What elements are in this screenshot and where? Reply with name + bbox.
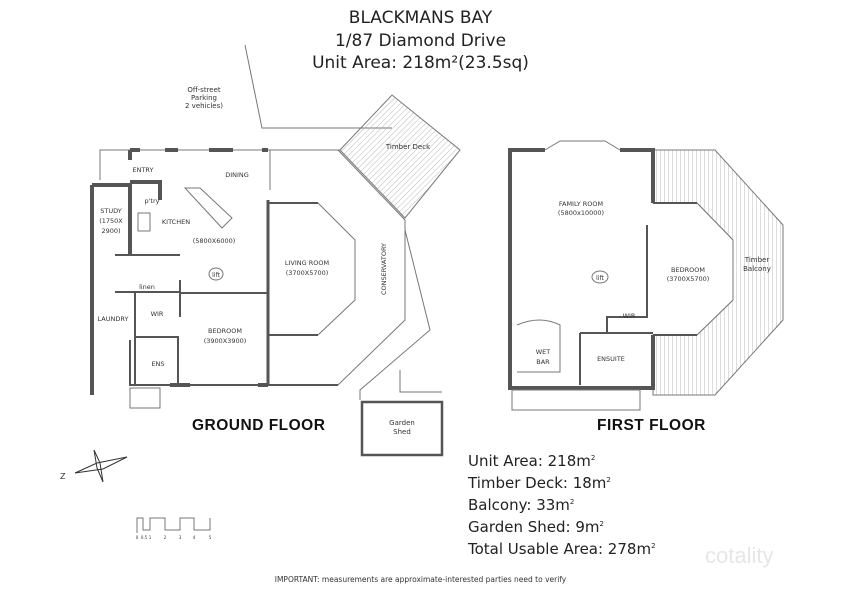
svg-text:2: 2: [164, 535, 167, 540]
timber-deck-label: Timber Deck: [385, 143, 431, 151]
conservatory-label: CONSERVATORY: [380, 243, 388, 295]
ground-floor-label: GROUND FLOOR: [192, 417, 326, 434]
site-boundary: [99, 44, 442, 400]
lift-label: lift: [212, 272, 220, 279]
balcony-label: Timber: [744, 256, 770, 264]
svg-text:0: 0: [136, 535, 139, 540]
dining-label: DINING: [225, 171, 249, 179]
suburb-title: BLACKMANS BAY: [348, 8, 493, 28]
area-total: Total Usable Area: 278m2: [468, 540, 656, 558]
parking-label: Off-street: [187, 86, 221, 94]
area-timber-deck: Timber Deck: 18m2: [468, 474, 611, 492]
svg-text:0.5: 0.5: [141, 535, 148, 540]
compass-icon: Z: [60, 449, 128, 483]
balcony-label: Balcony: [743, 265, 771, 273]
scale-bar: 0 0.5 1 2 3 4 5: [136, 517, 212, 540]
area-balcony: Balcony: 33m2: [468, 496, 575, 514]
ensuite-label: ENS: [151, 360, 164, 368]
timber-deck: [339, 94, 461, 219]
living-room-size: (3700X5700): [286, 269, 329, 277]
unit-area-title: Unit Area: 218m²(23.5sq): [312, 53, 529, 73]
entry-label: ENTRY: [132, 166, 153, 174]
ground-stairs: [129, 387, 161, 409]
disclaimer: IMPORTANT: measurements are approximate-…: [274, 575, 567, 584]
address-title: 1/87 Diamond Drive: [334, 31, 507, 51]
bedroom-size: (3700X5700): [667, 275, 710, 283]
area-summary: Unit Area: 218m2 Timber Deck: 18m2 Balco…: [468, 449, 656, 559]
wet-bar-label: BAR: [536, 358, 550, 366]
parking-label: 2 vehicles): [185, 102, 223, 110]
wet-bar-label: WET: [536, 348, 551, 356]
wir-label: WIR: [151, 310, 164, 318]
svg-text:4: 4: [193, 535, 196, 540]
study-label: STUDY: [100, 207, 122, 215]
north-label: Z: [60, 472, 66, 481]
bedroom-label: BEDROOM: [208, 327, 242, 335]
garden-shed-label: Shed: [393, 428, 411, 436]
area-garden-shed: Garden Shed: 9m2: [468, 518, 604, 536]
ground-floor-plan: [90, 94, 461, 457]
family-room-label: FAMILY ROOM: [559, 200, 603, 208]
pantry-label: p'try: [145, 197, 160, 205]
bedroom-size: (3900X3900): [204, 337, 247, 345]
kitchen-size: (5800X6000): [193, 237, 236, 245]
svg-text:1: 1: [149, 535, 152, 540]
living-room-label: LIVING ROOM: [285, 259, 329, 267]
wir-label: WIR: [623, 312, 636, 320]
ensuite-label: ENSUITE: [597, 355, 625, 363]
first-floor-plan: [508, 140, 784, 411]
cotality-logo: cotality: [705, 543, 774, 568]
first-floor-label: FIRST FLOOR: [597, 417, 706, 434]
first-stairs: [511, 389, 641, 411]
kitchen-label: KITCHEN: [162, 218, 190, 226]
svg-text:3: 3: [179, 535, 182, 540]
parking-label: Parking: [191, 94, 217, 102]
lift-label: lift: [596, 275, 604, 282]
family-room-size: (5800x10000): [558, 209, 604, 217]
linen-label: linen: [139, 283, 155, 291]
garden-shed-label: Garden: [389, 419, 415, 427]
bedroom-label: BEDROOM: [671, 266, 705, 274]
area-unit: Unit Area: 218m2: [468, 452, 596, 470]
study-size: 2900): [101, 227, 120, 235]
laundry-label: LAUNDRY: [98, 315, 129, 323]
svg-text:5: 5: [209, 535, 212, 540]
study-size: (1750X: [99, 217, 123, 225]
